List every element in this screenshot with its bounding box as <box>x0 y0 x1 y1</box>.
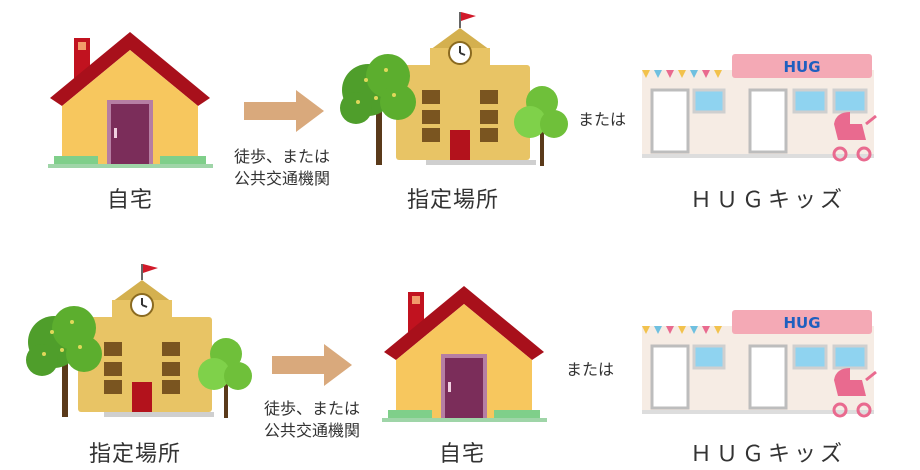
tree-icon <box>340 54 416 165</box>
house-illustration <box>48 32 213 168</box>
arrow-right-icon <box>244 90 324 132</box>
row2-to-label: 自宅 <box>438 442 485 467</box>
stroller-icon <box>832 112 877 162</box>
row1-from-label: 自宅 <box>106 188 153 213</box>
school-illustration <box>26 264 252 418</box>
row2-transport-note: 徒歩、または 公共交通機関 <box>252 398 372 442</box>
row1-to-label: 指定場所 <box>406 188 499 213</box>
tree-icon <box>26 306 102 417</box>
row2-from-label: 指定場所 <box>88 442 181 467</box>
shop-sign-text: HUG <box>783 314 820 332</box>
row1-transport-note: 徒歩、または 公共交通機関 <box>222 146 342 190</box>
row1-dest-label: ＨＵＧキッズ <box>690 188 847 213</box>
transport-line1: 徒歩、または <box>263 399 360 418</box>
row2-dest-label: ＨＵＧキッズ <box>690 442 847 467</box>
shop-icon: HUG <box>642 310 874 414</box>
shop-illustration: HUG <box>642 310 877 418</box>
transport-line1: 徒歩、または <box>233 147 330 166</box>
arrow-right-icon <box>272 344 352 386</box>
row2-or-label: または <box>566 360 615 379</box>
shop-illustration: HUG <box>642 54 877 162</box>
transport-line2: 公共交通機関 <box>263 421 360 440</box>
school-illustration <box>340 12 568 166</box>
school-icon <box>78 264 214 417</box>
shop-sign-text: HUG <box>783 58 820 76</box>
tree-icon <box>514 86 568 166</box>
stroller-icon <box>832 368 877 418</box>
house-illustration <box>382 286 547 422</box>
shop-icon: HUG <box>642 54 874 158</box>
school-icon <box>396 12 536 165</box>
transport-line2: 公共交通機関 <box>233 169 330 188</box>
row1-or-label: または <box>578 110 627 129</box>
tree-icon <box>198 338 252 418</box>
house-icon <box>48 32 213 168</box>
house-icon <box>382 286 547 422</box>
